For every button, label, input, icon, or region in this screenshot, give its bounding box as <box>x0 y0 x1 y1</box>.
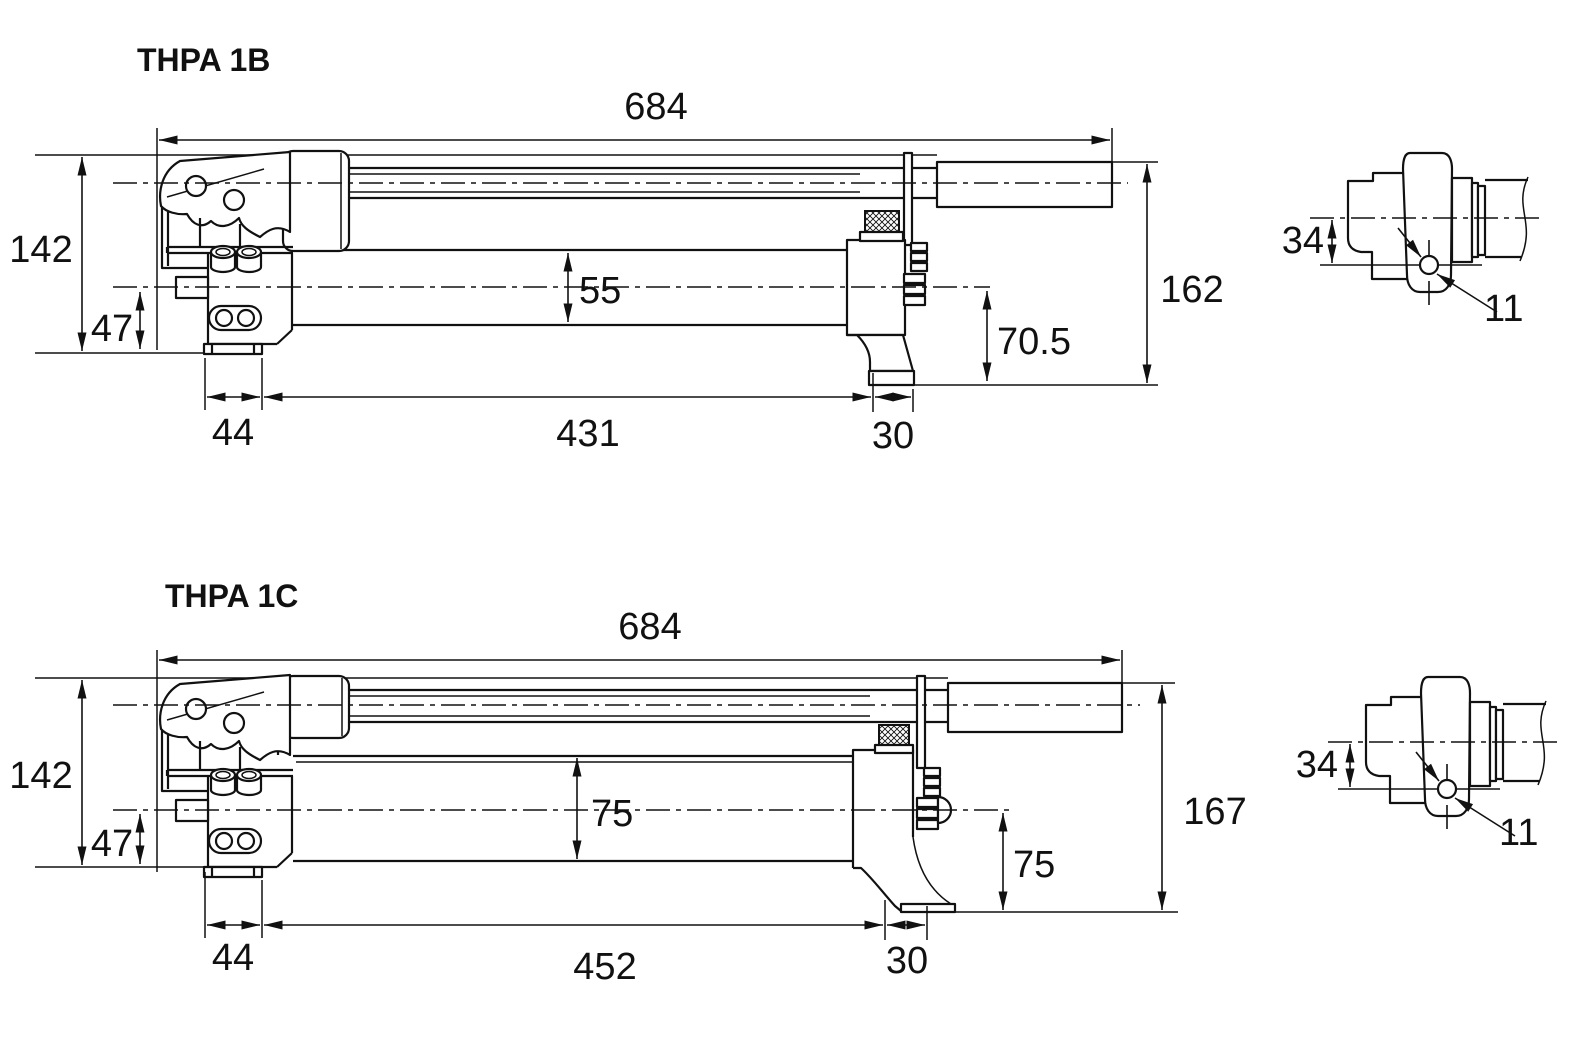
handle-socket <box>281 674 351 740</box>
drawing-title-thpa-1c: THPA 1C <box>165 578 298 614</box>
dimensions-1c: 684 142 47 44 452 30 75 75 167 <box>9 606 1246 988</box>
dim-cylinder-diameter: 75 <box>591 793 633 835</box>
dim-cylinder-length: 431 <box>556 413 619 455</box>
end-block <box>854 751 912 867</box>
dim-outlet-height: 70.5 <box>997 321 1071 363</box>
dim-base-width: 44 <box>212 937 254 979</box>
detail-dim-pivot-offset: 34 <box>1282 220 1324 262</box>
dim-outlet-height: 75 <box>1013 844 1055 886</box>
foot <box>845 333 916 387</box>
centerlines <box>113 182 1128 288</box>
reference-lines <box>35 677 1178 913</box>
handle-grip <box>935 160 1114 209</box>
pump-geometry-1c <box>113 673 1140 914</box>
drawing-title-thpa-1b: THPA 1B <box>137 42 270 78</box>
dim-port-height: 47 <box>91 308 133 350</box>
dim-cylinder-diameter: 55 <box>579 270 621 312</box>
dim-overall-height-left: 142 <box>9 229 72 271</box>
dim-foot-width: 30 <box>886 940 928 982</box>
pump-drawing-thpa-1b: THPA 1B <box>9 42 1545 457</box>
dimensions-1b: 684 142 47 44 431 30 55 70.5 162 <box>9 86 1223 457</box>
dim-foot-width: 30 <box>872 415 914 457</box>
dim-overall-length: 684 <box>618 606 681 648</box>
threaded-rod <box>902 241 929 307</box>
link-bar <box>902 151 914 247</box>
pump-drawing-thpa-1c: THPA 1C <box>9 578 1563 988</box>
reference-lines <box>35 154 1158 386</box>
detail-view-1c: 34 11 <box>1296 677 1563 854</box>
dim-port-height: 47 <box>91 823 133 865</box>
knurled-knob <box>864 210 900 233</box>
dim-overall-length: 684 <box>624 86 687 128</box>
detail-dim-hole-diameter: 11 <box>1499 812 1538 854</box>
pump-geometry-1b <box>113 149 1128 387</box>
detail-dim-pivot-offset: 34 <box>1296 744 1338 786</box>
handle-socket <box>281 149 351 253</box>
threaded-rod <box>915 766 953 831</box>
knurled-knob <box>878 724 910 746</box>
handle-grip <box>946 681 1124 734</box>
dim-overall-height-right: 167 <box>1183 791 1246 833</box>
dim-overall-height-right: 162 <box>1160 269 1223 311</box>
dim-overall-height-left: 142 <box>9 755 72 797</box>
detail-view-1b: 34 11 <box>1282 153 1545 330</box>
foot <box>853 836 957 914</box>
dim-cylinder-length: 452 <box>573 946 636 988</box>
detail-dim-hole-diameter: 11 <box>1484 288 1523 330</box>
dim-base-width: 44 <box>212 412 254 454</box>
link-bar <box>915 674 927 770</box>
centerlines <box>113 704 1140 811</box>
